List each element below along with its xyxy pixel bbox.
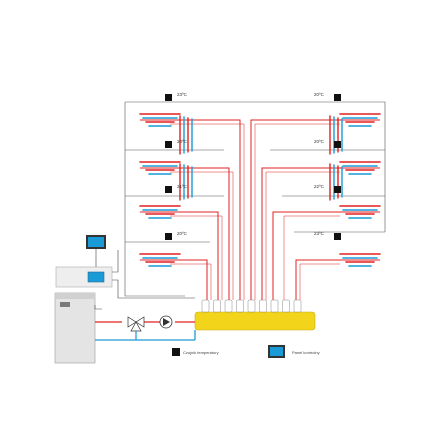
legend-sensor-icon (172, 348, 180, 356)
heating-loop-right-3 (339, 205, 381, 219)
heating-loop-left-4 (139, 253, 181, 267)
room-outlines (124, 101, 386, 297)
actuator-8 (282, 299, 290, 313)
legend: Czujnik temperatury Panel kontrolny (172, 345, 320, 358)
temperature-label-left-1: 23ºC (177, 92, 188, 97)
heating-loop-right-4 (339, 253, 381, 267)
pipe-left-1-supply (140, 259, 208, 300)
pipe-right-1-supply (250, 119, 380, 300)
actuator-4 (236, 299, 244, 313)
actuator-7 (270, 299, 279, 313)
temperature-sensor-right-3 (334, 186, 341, 193)
temperature-sensor-left-3 (165, 186, 172, 193)
heating-loop-right-2 (339, 161, 381, 175)
pipe-left-4-supply (140, 119, 241, 300)
legend-panel-label: Panel kontrolny (292, 350, 320, 355)
actuator-9 (293, 299, 302, 313)
controller-display (87, 271, 105, 283)
main-pipes (95, 321, 196, 341)
temperature-label-right-4: 23ºC (314, 231, 325, 236)
pipe-right-3-supply (272, 211, 380, 300)
heating-loops (139, 113, 381, 267)
loop-pipes (140, 119, 380, 300)
temperature-sensor-left-4 (165, 233, 172, 240)
actuator-1 (201, 299, 210, 313)
temperature-sensor-right-1 (334, 94, 341, 101)
actuator-6 (259, 299, 267, 313)
actuator-5 (247, 299, 256, 313)
heating-loop-right-1 (339, 113, 381, 127)
temperature-label-left-4: 20ºC (177, 231, 188, 236)
mixing-valve (127, 316, 145, 340)
temperature-sensor-left-1 (165, 94, 172, 101)
heating-loop-verticals (179, 115, 343, 201)
temperature-sensor-right-4 (334, 233, 341, 240)
pipe-right-4-supply (295, 259, 380, 300)
heating-loop-left-3 (139, 205, 181, 219)
heating-loop-left-1 (139, 113, 181, 127)
actuator-3 (224, 299, 233, 313)
temperature-label-right-1: 20ºC (314, 92, 325, 97)
manifold-actuators (201, 299, 302, 313)
heating-loop-left-2 (139, 161, 181, 175)
pipe-right-2-supply (261, 167, 380, 300)
room-sensors: 23ºC 23ºC 21ºC 20ºC 20ºC 20ºC 22ºC 23ºC (165, 92, 341, 240)
controller-unit (55, 266, 113, 288)
legend-sensor-label: Czujnik temperatury (183, 350, 219, 355)
manifold (194, 299, 316, 331)
temperature-label-left-2: 23ºC (177, 139, 188, 144)
boiler (54, 292, 96, 364)
temperature-label-left-3: 21ºC (177, 184, 188, 189)
pipe-left-2-supply (140, 211, 219, 300)
temperature-label-right-2: 20ºC (314, 139, 325, 144)
actuator-2 (213, 299, 221, 313)
temperature-sensor-left-2 (165, 141, 172, 148)
manifold-bar (194, 311, 316, 331)
circulation-pump (159, 315, 173, 329)
pipe-left-3-supply (140, 167, 230, 300)
control-wires (94, 250, 195, 310)
temperature-sensor-right-2 (334, 141, 341, 148)
temperature-label-right-3: 22ºC (314, 184, 325, 189)
control-panel (86, 235, 106, 267)
